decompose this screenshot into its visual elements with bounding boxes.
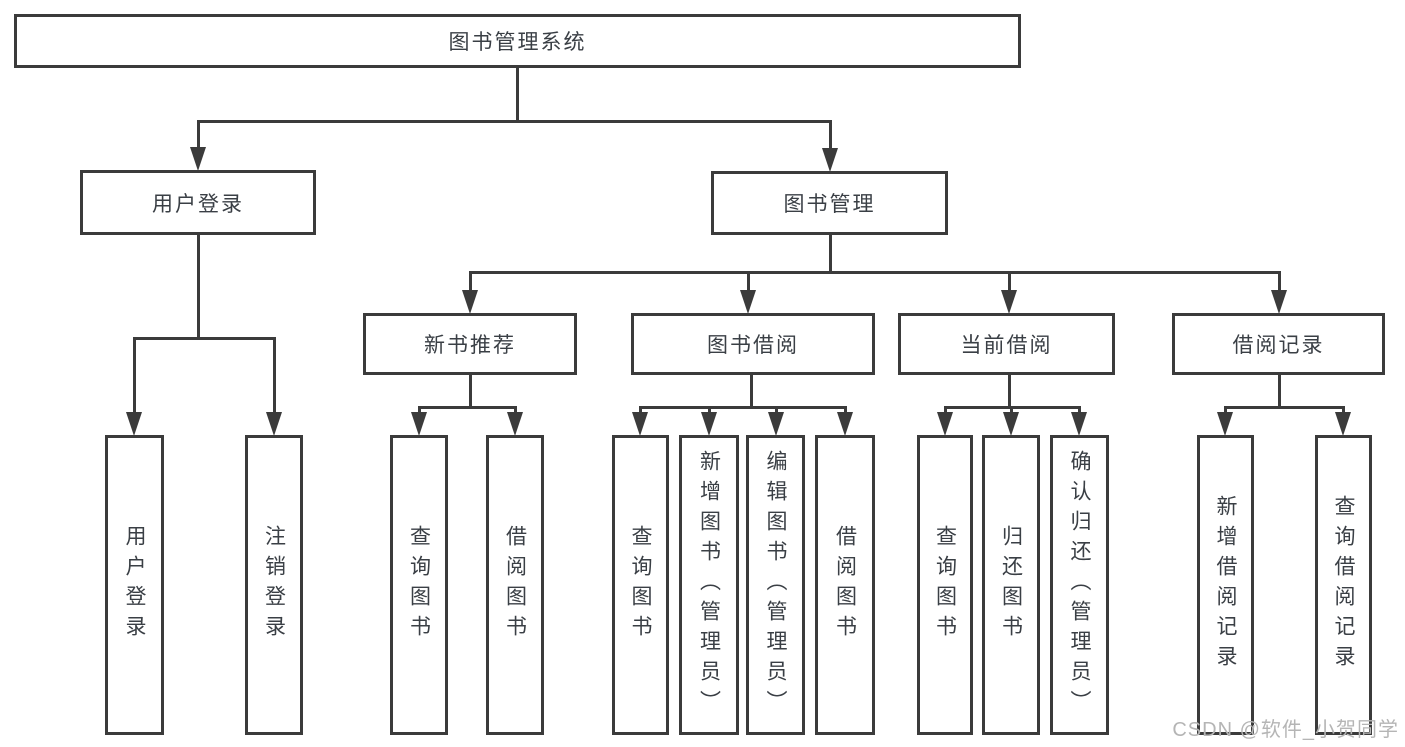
tree-node-l43: 确认归还（管理员） xyxy=(1050,435,1109,735)
connector-rail xyxy=(1223,406,1345,409)
arrowhead-down-icon xyxy=(701,412,717,436)
tree-node-l21: 查询图书 xyxy=(390,435,448,735)
connector-drop xyxy=(746,271,750,297)
arrowhead-down-icon xyxy=(266,412,282,436)
arrowhead-down-icon xyxy=(411,412,427,436)
arrowhead-down-icon xyxy=(822,148,838,172)
tree-node-n24: 借阅记录 xyxy=(1172,313,1385,375)
tree-node-l31: 查询图书 xyxy=(612,435,669,735)
arrowhead-down-icon xyxy=(1335,412,1351,436)
connector-stem xyxy=(468,375,472,409)
arrowhead-down-icon xyxy=(740,290,756,314)
connector-rail xyxy=(132,337,276,340)
arrowhead-down-icon xyxy=(507,412,523,436)
connector-stem xyxy=(828,235,832,274)
tree-node-n2: 图书管理 xyxy=(711,171,948,235)
connector-drop xyxy=(1277,271,1281,297)
tree-node-l12: 注销登录 xyxy=(245,435,303,735)
connector-rail xyxy=(468,271,1281,274)
tree-node-n23: 当前借阅 xyxy=(898,313,1115,375)
tree-node-n21: 新书推荐 xyxy=(363,313,577,375)
connector-drop xyxy=(1007,271,1011,297)
tree-node-l42: 归还图书 xyxy=(982,435,1040,735)
tree-node-l34: 借阅图书 xyxy=(815,435,875,735)
connector-drop xyxy=(468,271,472,297)
connector-rail xyxy=(196,120,832,123)
tree-node-l32: 新增图书（管理员） xyxy=(679,435,739,735)
arrowhead-down-icon xyxy=(190,147,206,171)
connector-stem xyxy=(196,235,200,340)
arrowhead-down-icon xyxy=(937,412,953,436)
arrowhead-down-icon xyxy=(1271,290,1287,314)
arrowhead-down-icon xyxy=(1217,412,1233,436)
arrowhead-down-icon xyxy=(1003,412,1019,436)
tree-node-l41: 查询图书 xyxy=(917,435,973,735)
arrowhead-down-icon xyxy=(462,290,478,314)
tree-node-n22: 图书借阅 xyxy=(631,313,875,375)
tree-node-l22: 借阅图书 xyxy=(486,435,544,735)
connector-drop xyxy=(828,120,832,155)
connector-drop xyxy=(272,337,276,419)
arrowhead-down-icon xyxy=(1001,290,1017,314)
connector-stem xyxy=(515,68,519,123)
connector-drop xyxy=(196,120,200,154)
tree-node-l11: 用户登录 xyxy=(105,435,164,735)
arrowhead-down-icon xyxy=(126,412,142,436)
arrowhead-down-icon xyxy=(837,412,853,436)
tree-node-l52: 查询借阅记录 xyxy=(1315,435,1372,735)
watermark: CSDN @软件_小贺同学 xyxy=(1172,719,1399,741)
tree-node-l51: 新增借阅记录 xyxy=(1197,435,1254,735)
connector-rail xyxy=(417,406,517,409)
connector-stem xyxy=(1277,375,1281,409)
arrowhead-down-icon xyxy=(1071,412,1087,436)
tree-node-root: 图书管理系统 xyxy=(14,14,1021,68)
connector-stem xyxy=(749,375,753,409)
connector-stem xyxy=(1007,375,1011,409)
connector-rail xyxy=(638,406,847,409)
connector-drop xyxy=(132,337,136,419)
arrowhead-down-icon xyxy=(632,412,648,436)
arrowhead-down-icon xyxy=(768,412,784,436)
tree-node-l33: 编辑图书（管理员） xyxy=(746,435,805,735)
tree-node-n1: 用户登录 xyxy=(80,170,316,235)
